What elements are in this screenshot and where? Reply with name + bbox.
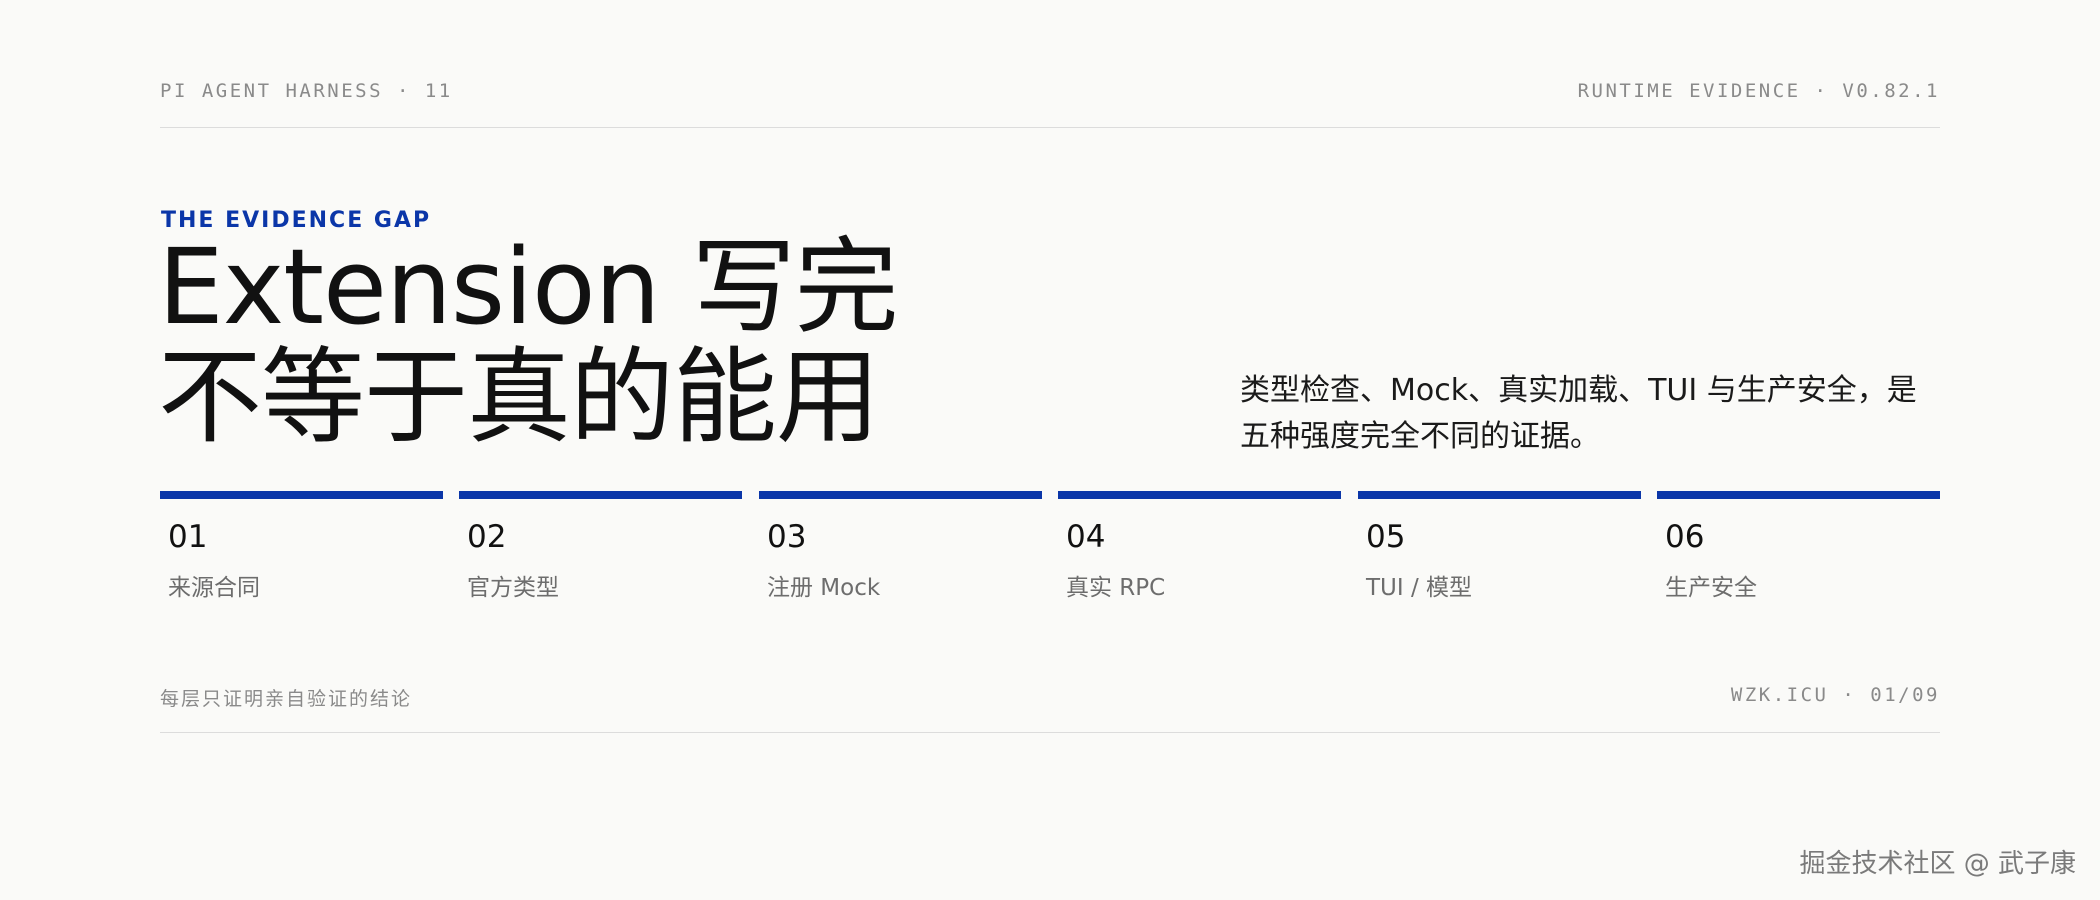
step-item: 03 注册 Mock [759,491,1042,601]
header-left-label: PI AGENT HARNESS · 11 [160,80,453,102]
step-number: 06 [1665,519,1705,555]
page-title-line-2: 不等于真的能用 [158,336,880,458]
step-item: 01 来源合同 [160,491,443,601]
header-divider [160,127,1940,128]
header-right-label: RUNTIME EVIDENCE · V0.82.1 [1577,80,1940,102]
step-item: 06 生产安全 [1657,491,1940,601]
step-number: 02 [467,519,507,555]
step-number: 01 [168,519,208,555]
step-number: 03 [767,519,807,555]
step-bar [459,491,742,499]
step-label: 注册 Mock [767,575,881,601]
step-item: 04 真实 RPC [1058,491,1341,601]
step-item: 05 TUI / 模型 [1358,491,1641,601]
page-title: Extension 写完 不等于真的能用 [158,226,899,458]
step-bar [160,491,443,499]
step-label: TUI / 模型 [1366,575,1473,601]
step-number: 04 [1066,519,1106,555]
step-bar [1058,491,1341,499]
step-bar [759,491,1042,499]
step-number: 05 [1366,519,1406,555]
step-item: 02 官方类型 [459,491,742,601]
evidence-steps: 01 来源合同 02 官方类型 03 注册 Mock 04 真实 RPC 05 … [160,491,1940,601]
step-label: 真实 RPC [1066,575,1166,601]
step-bar [1358,491,1641,499]
step-bar [1657,491,1940,499]
section-kicker: THE EVIDENCE GAP [161,208,432,233]
page-title-line-1: Extension 写完 [158,226,899,348]
description-text: 类型检查、Mock、真实加载、TUI 与生产安全，是五种强度完全不同的证据。 [1240,373,1917,454]
footer-note: 每层只证明亲自验证的结论 [160,688,413,710]
header-row: PI AGENT HARNESS · 11 RUNTIME EVIDENCE ·… [160,80,1940,104]
step-label: 来源合同 [168,575,260,601]
footer-row: 每层只证明亲自验证的结论 WZK.ICU · 01/09 [160,684,1940,710]
footer-divider [160,732,1940,733]
step-label: 生产安全 [1665,575,1757,601]
footer-page-indicator: WZK.ICU · 01/09 [1730,684,1940,706]
watermark: 掘金技术社区 @ 武子康 [1799,849,2076,879]
step-label: 官方类型 [467,575,559,601]
